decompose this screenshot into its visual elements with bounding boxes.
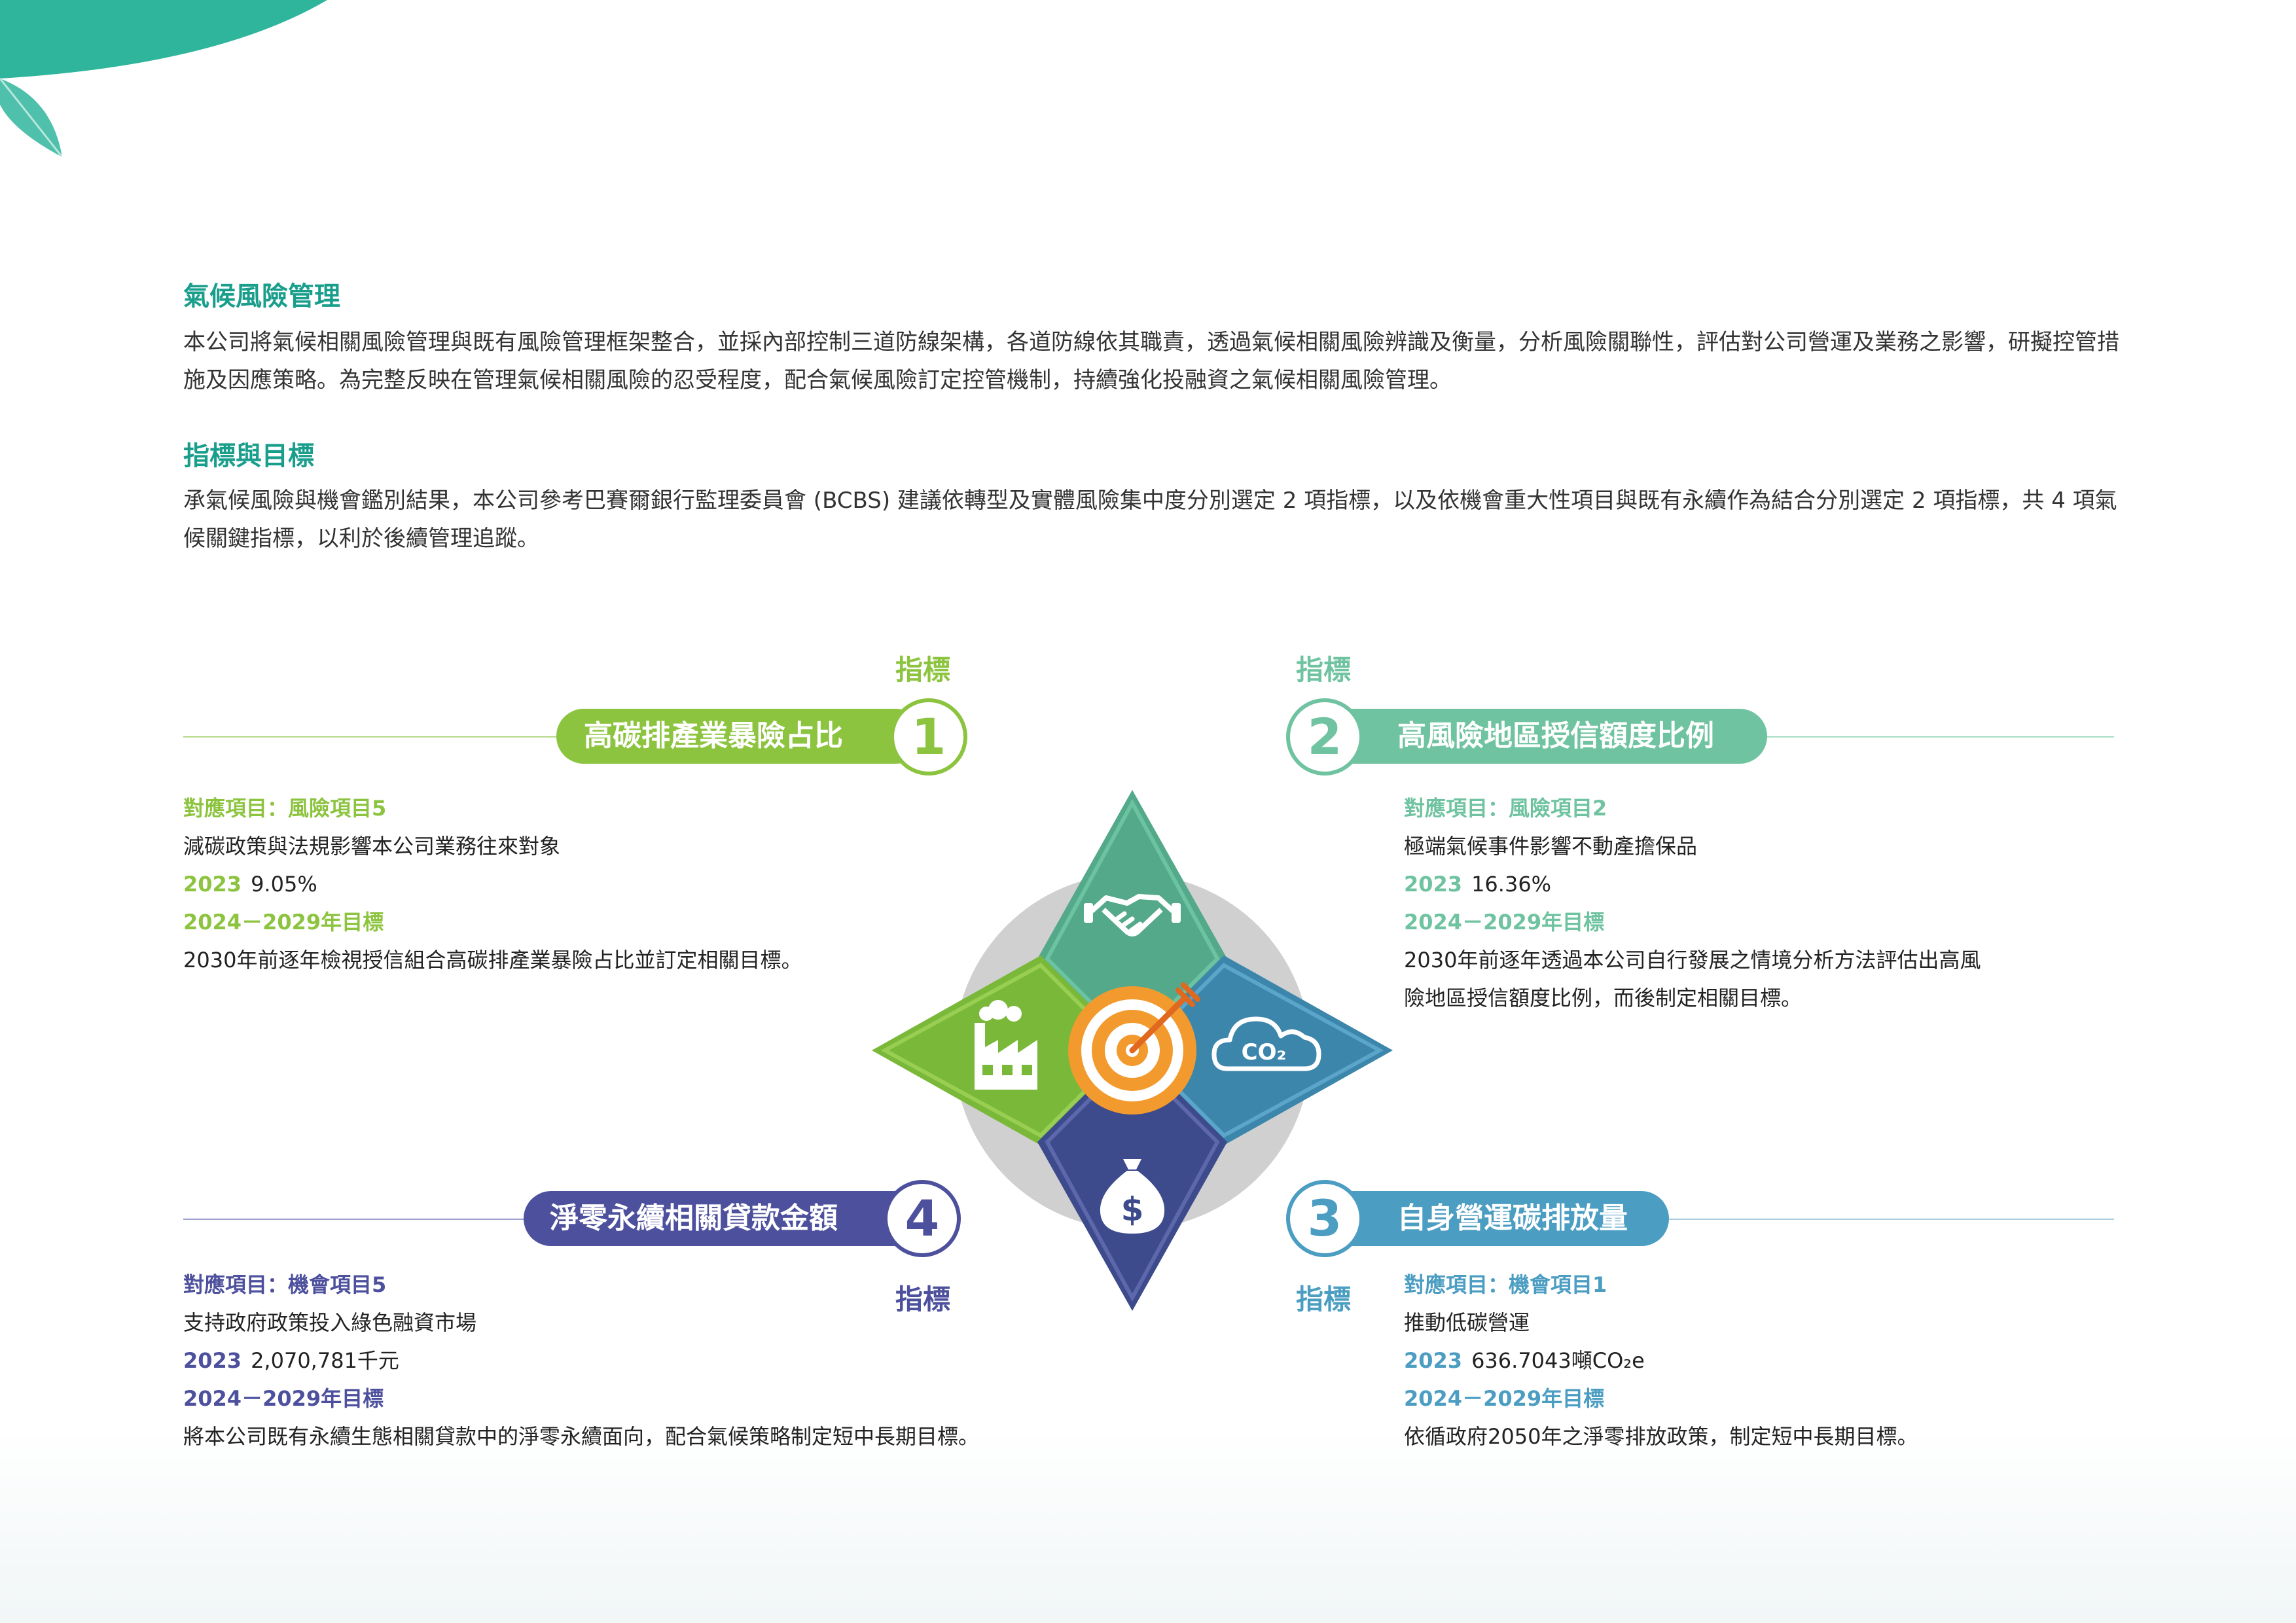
indicator-4-line [183, 1219, 550, 1220]
indicator-1-number: 1 [890, 698, 967, 776]
indicator-1-value: 9.05% [251, 872, 317, 897]
indicator-4-value: 2,070,781千元 [251, 1348, 399, 1373]
indicator-1-year: 2023 [183, 872, 242, 897]
handshake-icon [1084, 894, 1181, 936]
indicator-1-target-label: 2024－2029年目標 [183, 910, 384, 935]
indicator-2-pill: 高風險地區授信額度比例 [1322, 709, 1767, 764]
section-title-risk-management: 氣候風險管理 [183, 281, 340, 312]
indicator-2-target-label: 2024－2029年目標 [1404, 910, 1605, 935]
indicator-1-pill: 高碳排產業暴險占比 [556, 709, 923, 764]
corner-leaf-decoration [0, 0, 327, 158]
indicator-4-word: 指標 [895, 1283, 951, 1315]
indicator-2-number: 2 [1286, 698, 1363, 776]
diamond-right [1129, 955, 1393, 1145]
indicator-1-line [183, 736, 576, 738]
section-body-metrics: 承氣候風險與機會鑑別結果，本公司參考巴賽爾銀行監理委員會 (BCBS) 建議依轉… [183, 488, 2117, 552]
indicator-3-details: 對應項目：機會項目1 推動低碳營運 2023 636.7043噸CO₂e 2024… [1404, 1266, 1918, 1455]
indicator-3-word: 指標 [1296, 1283, 1352, 1315]
indicator-3-year: 2023 [1404, 1348, 1463, 1373]
indicator-4-year: 2023 [183, 1348, 242, 1373]
indicator-3-line [1636, 1219, 2114, 1220]
co2-label: CO₂ [1242, 1039, 1287, 1065]
target-icon [1068, 982, 1200, 1115]
indicator-2-line [1734, 736, 2114, 738]
indicator-2-details: 對應項目：風險項目2 極端氣候事件影響不動產擔保品 2023 16.36% 202… [1404, 789, 1981, 1017]
indicator-4-details: 對應項目：機會項目5 支持政府政策投入綠色融資市場 2023 2,070,781千… [183, 1266, 979, 1455]
indicator-4-ref: 對應項目：機會項目5 [183, 1272, 387, 1297]
indicator-2-ref: 對應項目：風險項目2 [1404, 796, 1607, 821]
dollar-sign: $ [1121, 1190, 1144, 1228]
bottom-background [0, 1427, 2296, 1623]
indicator-2-value: 16.36% [1471, 872, 1552, 897]
section-body-risk-management: 本公司將氣候相關風險管理與既有風險管理框架整合，並採內部控制三道防線架構，各道防… [183, 329, 2119, 393]
indicator-2-desc: 極端氣候事件影響不動產擔保品 [1404, 834, 1698, 859]
money-bag-icon: $ [1100, 1159, 1165, 1234]
indicator-3-pill: 自身營運碳排放量 [1322, 1191, 1669, 1246]
indicator-4-desc: 支持政府政策投入綠色融資市場 [183, 1310, 477, 1335]
indicator-3-target-line: 依循政府2050年之淨零排放政策，制定短中長期目標。 [1404, 1424, 1918, 1449]
indicator-4-target-label: 2024－2029年目標 [183, 1386, 384, 1411]
factory-icon [975, 1000, 1037, 1090]
indicator-3-value: 636.7043噸CO₂e [1471, 1348, 1645, 1373]
indicator-2-target-line-1: 2030年前逐年透過本公司自行發展之情境分析方法評估出高風 [1404, 948, 1981, 972]
indicator-3-target-label: 2024－2029年目標 [1404, 1386, 1605, 1411]
indicator-3-number: 3 [1286, 1180, 1363, 1257]
indicator-3-desc: 推動低碳營運 [1404, 1310, 1530, 1335]
indicator-1-target-line: 2030年前逐年檢視授信組合高碳排產業暴險占比並訂定相關目標。 [183, 948, 802, 972]
indicator-1-ref: 對應項目：風險項目5 [183, 796, 387, 821]
indicator-1-desc: 減碳政策與法規影響本公司業務往來對象 [183, 834, 561, 859]
section-title-metrics: 指標與目標 [183, 441, 314, 471]
indicator-2-word: 指標 [1296, 654, 1352, 686]
indicator-2-target-line-2: 險地區授信額度比例，而後制定相關目標。 [1404, 986, 1803, 1010]
indicator-1-word: 指標 [895, 654, 951, 686]
indicator-4-number: 4 [884, 1180, 961, 1257]
indicator-4-target-line: 將本公司既有永續生態相關貸款中的淨零永續面向，配合氣候策略制定短中長期目標。 [183, 1424, 980, 1449]
indicator-2-year: 2023 [1404, 872, 1463, 897]
indicator-4-pill: 淨零永續相關貸款金額 [524, 1191, 923, 1246]
diamond-top [1037, 790, 1227, 1054]
co2-cloud-icon: CO₂ [1211, 1016, 1321, 1071]
indicator-3-ref: 對應項目：機會項目1 [1404, 1272, 1607, 1297]
climate-diagram: CO₂ $ [872, 790, 1393, 1311]
